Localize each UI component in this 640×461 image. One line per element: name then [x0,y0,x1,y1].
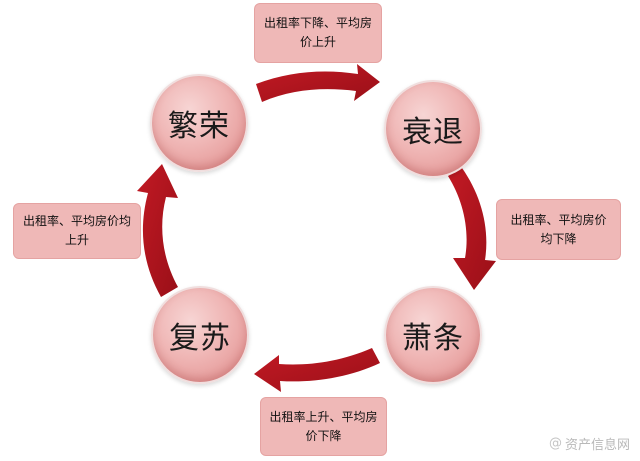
note-left-text: 出租率、平均房价均上升 [22,214,131,247]
phase-depression-label: 萧条 [402,321,464,356]
phase-prosperity: 繁荣 [150,74,248,172]
arrow-depression-to-recovery [254,348,380,392]
arrow-prosperity-to-recession [256,64,380,102]
phase-recession-label: 衰退 [402,115,464,150]
note-bottom: 出租率上升、平均房价下降 [260,397,387,456]
note-right: 出租率、平均房价均下降 [496,199,621,260]
note-top: 出租率下降、平均房价上升 [254,3,382,63]
phase-depression: 萧条 [384,286,482,384]
note-left: 出租率、平均房价均上升 [13,203,141,259]
watermark-text: 资产信息网 [564,438,630,453]
watermark: @ 资产信息网 [549,434,630,453]
phase-recovery: 复苏 [151,286,249,384]
arrow-recovery-to-prosperity [137,164,178,297]
phase-prosperity-label: 繁荣 [168,109,230,144]
note-right-text: 出租率、平均房价均下降 [510,212,607,246]
swirl-logo-icon: @ [548,436,562,451]
phase-recovery-label: 复苏 [169,321,231,356]
phase-recession: 衰退 [384,80,482,178]
note-top-text: 出租率下降、平均房价上升 [263,16,372,49]
arrow-recession-to-depression [448,168,496,290]
note-bottom-text: 出租率上升、平均房价下降 [269,409,378,443]
